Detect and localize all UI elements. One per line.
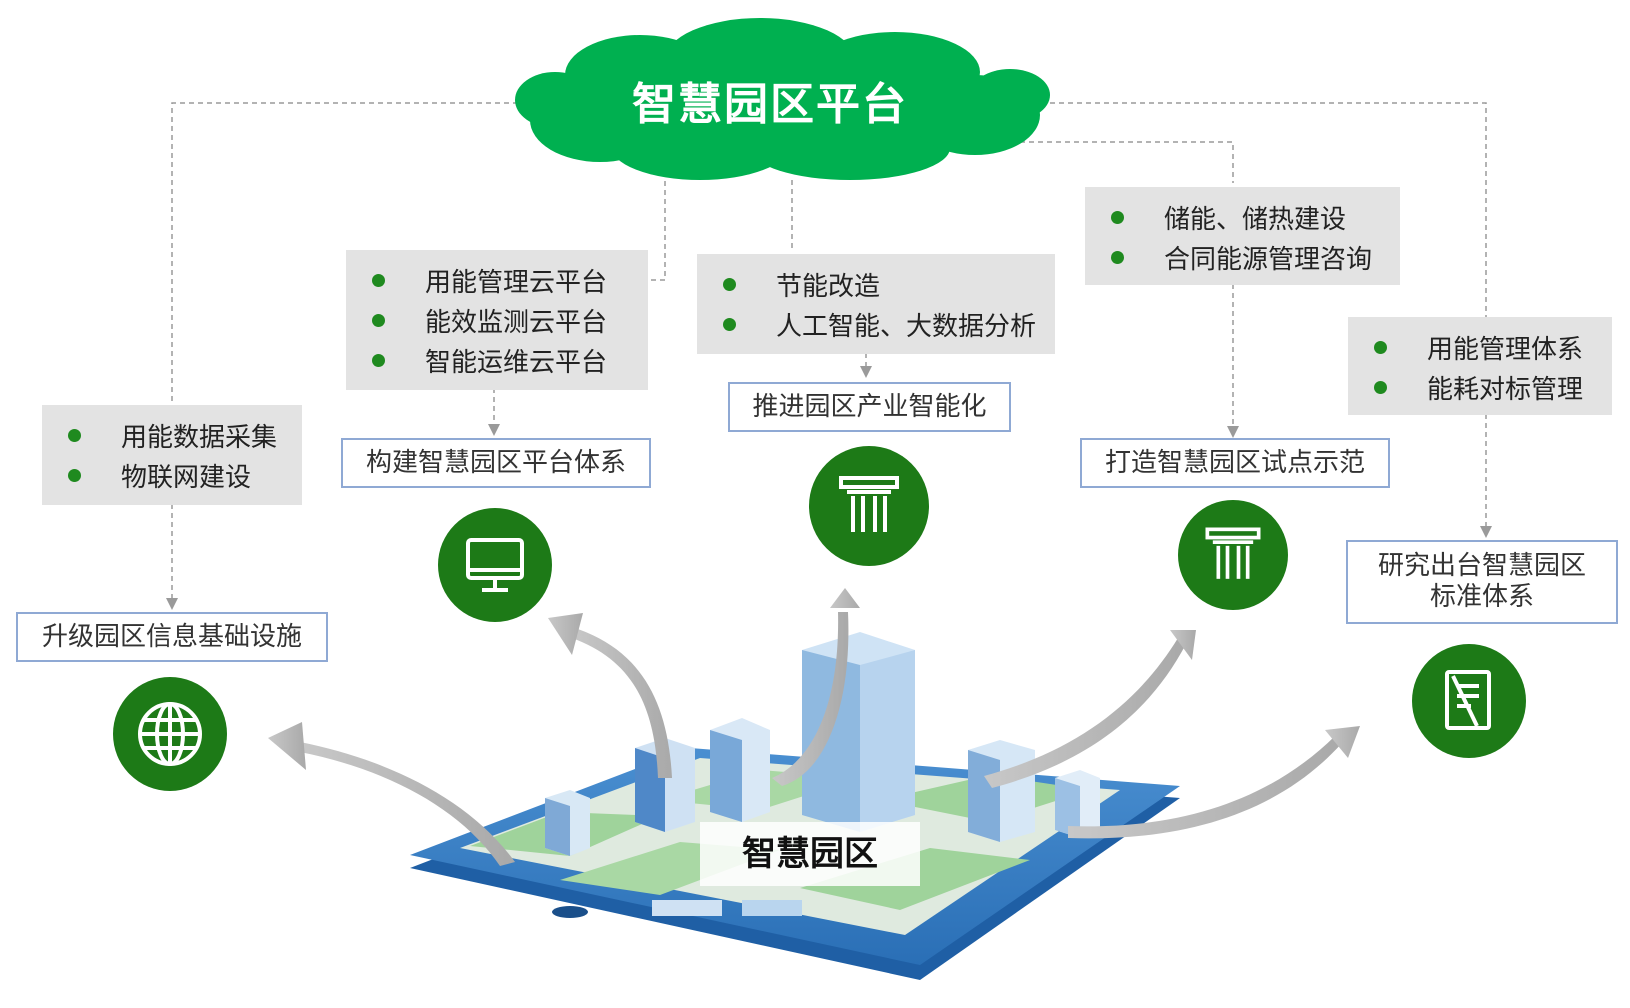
bullet-icon (68, 428, 81, 442)
branch-3-title: 推进园区产业智能化 (728, 382, 1011, 432)
list-item: 人工智能、大数据分析 (723, 304, 1041, 344)
bullet-icon (372, 273, 385, 287)
bullet-icon (723, 277, 736, 291)
center-label: 智慧园区 (700, 822, 920, 886)
list-item: 储能、储热建设 (1111, 197, 1386, 237)
bullet-icon (723, 317, 736, 331)
bullet-icon (1111, 250, 1124, 264)
list-item: 用能管理云平台 (372, 260, 634, 300)
platform-title: 智慧园区平台 (632, 79, 908, 130)
branch-4-items: 储能、储热建设 合同能源管理咨询 (1085, 187, 1400, 285)
branch-5-title-line-1: 研究出台智慧园区 (1377, 551, 1586, 581)
globe-icon (113, 677, 227, 791)
monitor-icon (438, 508, 552, 622)
branch-2-items: 用能管理云平台 能效监测云平台 智能运维云平台 (346, 250, 648, 390)
pillar-icon (1178, 500, 1288, 610)
bullet-icon (1111, 210, 1124, 224)
branch-5-items: 用能管理体系 能耗对标管理 (1348, 317, 1612, 415)
pillar-icon (809, 446, 929, 566)
list-item: 用能管理体系 (1374, 327, 1598, 367)
list-item: 能耗对标管理 (1374, 367, 1598, 407)
branch-4-title: 打造智慧园区试点示范 (1080, 438, 1390, 488)
list-item: 用能数据采集 (68, 415, 288, 455)
curved-arrows (268, 588, 1360, 866)
list-item: 智能运维云平台 (372, 340, 634, 380)
branch-2-title: 构建智慧园区平台体系 (341, 438, 651, 488)
city-buildings (545, 632, 1100, 916)
cloud-shape (515, 18, 1050, 180)
branch-5-title: 研究出台智慧园区 标准体系 (1346, 540, 1618, 624)
list-item: 节能改造 (723, 264, 1041, 304)
branch-1-title: 升级园区信息基础设施 (16, 612, 328, 662)
list-item: 能效监测云平台 (372, 300, 634, 340)
bullet-icon (1374, 340, 1387, 354)
bullet-icon (68, 468, 81, 482)
branch-5-title-line-2: 标准体系 (1429, 582, 1534, 612)
connector-arrowheads (166, 366, 1492, 610)
list-item: 物联网建设 (68, 455, 288, 495)
branch-3-items: 节能改造 人工智能、大数据分析 (697, 254, 1055, 354)
bullet-icon (1374, 380, 1387, 394)
document-icon (1412, 644, 1526, 758)
bullet-icon (372, 313, 385, 327)
list-item: 合同能源管理咨询 (1111, 237, 1386, 277)
bullet-icon (372, 353, 385, 367)
branch-1-items: 用能数据采集 物联网建设 (42, 405, 302, 505)
